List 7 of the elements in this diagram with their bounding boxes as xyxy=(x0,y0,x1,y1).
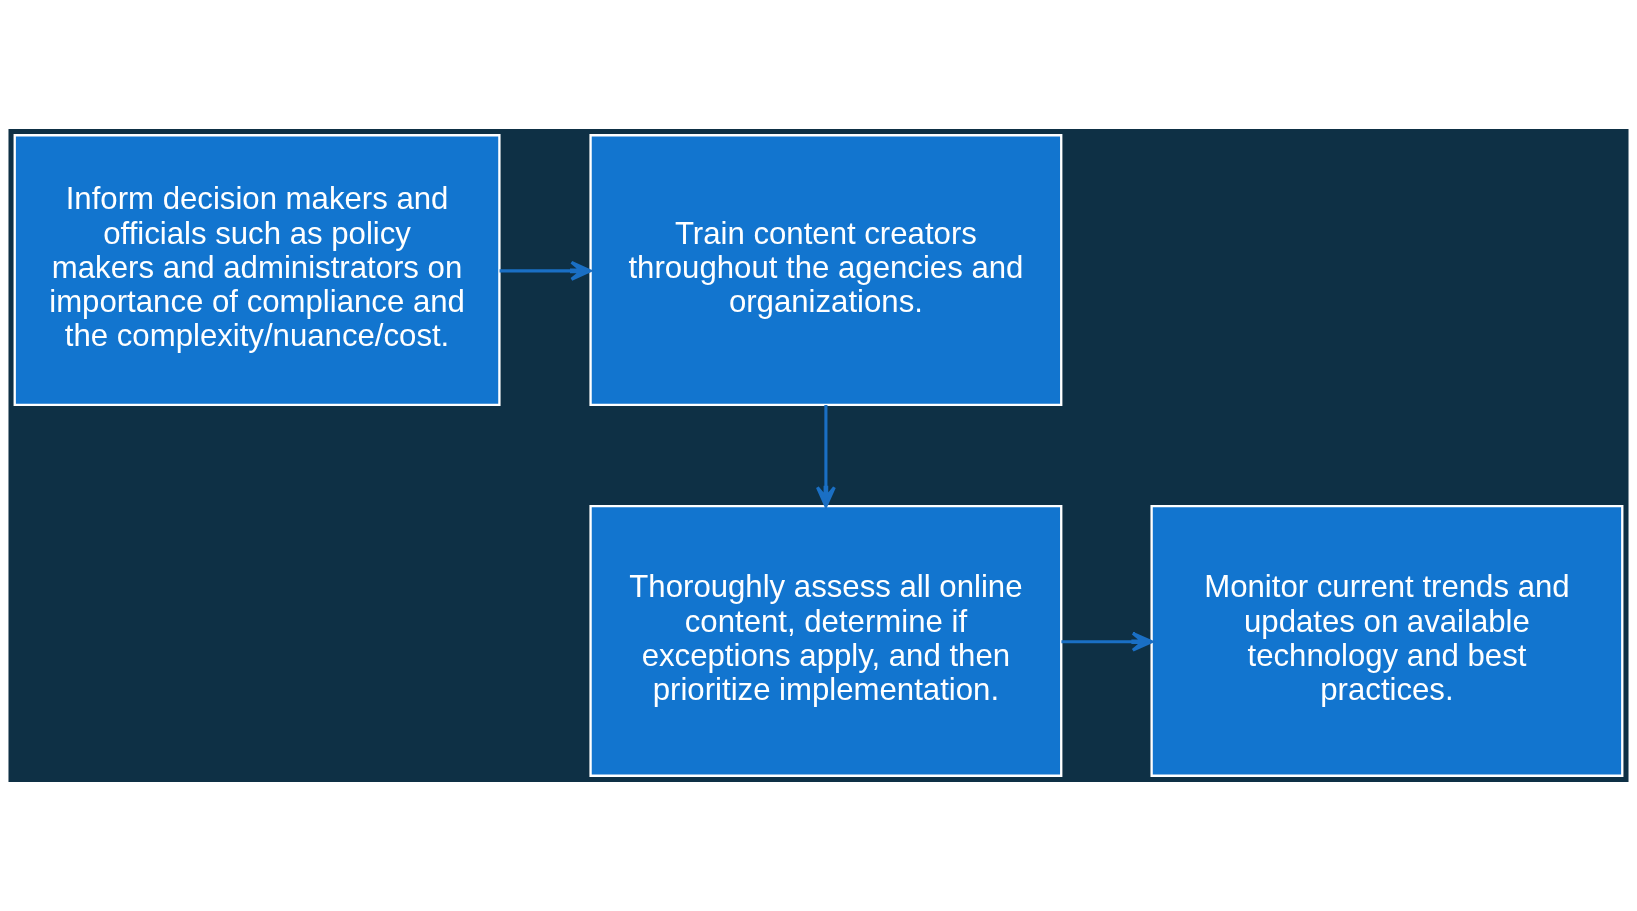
node-box: Inform decision makers and officials such as policy makers and administrators on importance of compliance and the complexity/nuance/cost. xyxy=(13,134,501,407)
node-box: Monitor current trends and updates on available technology and best practices. xyxy=(1150,504,1624,777)
arrow xyxy=(815,405,836,508)
arrow xyxy=(499,260,592,281)
node-box: Thoroughly assess all online content, determine if exceptions apply, and then prioritize implementation. xyxy=(589,504,1063,777)
arrow xyxy=(1061,631,1154,652)
node-box: Train content creators throughout the agencies and organizations. xyxy=(589,134,1063,407)
